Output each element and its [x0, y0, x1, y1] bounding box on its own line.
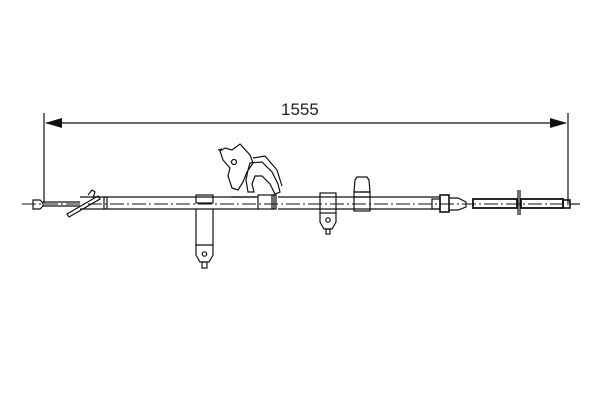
left-hanging-bracket	[195, 194, 214, 269]
right-end-fitting	[431, 190, 580, 215]
grommet-clip	[353, 176, 371, 212]
overall-length-dimension: 1555	[281, 100, 319, 119]
left-angled-bracket	[66, 189, 101, 218]
left-conduit	[80, 196, 258, 210]
left-arrowhead	[45, 118, 62, 128]
center-mounting-bracket	[217, 143, 283, 210]
middle-clip-bracket	[319, 192, 337, 235]
right-conduit	[278, 196, 440, 210]
right-arrowhead	[550, 118, 567, 128]
left-end-fitting	[32, 199, 80, 210]
